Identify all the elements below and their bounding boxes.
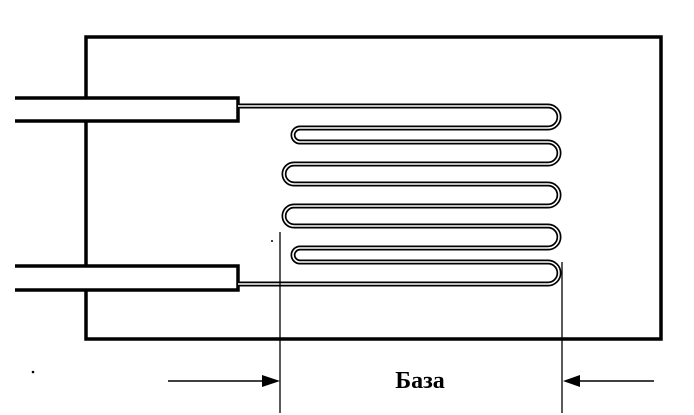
substrate bbox=[84, 35, 663, 341]
sensing-grid bbox=[238, 103, 562, 287]
lead-wire-top bbox=[15, 96, 240, 123]
speck bbox=[271, 240, 273, 242]
base-label: База bbox=[395, 368, 445, 394]
base-arrow-left bbox=[168, 375, 280, 387]
base-arrow-right bbox=[563, 375, 654, 387]
lead-wire-bottom bbox=[15, 264, 240, 292]
speck bbox=[31, 370, 35, 374]
